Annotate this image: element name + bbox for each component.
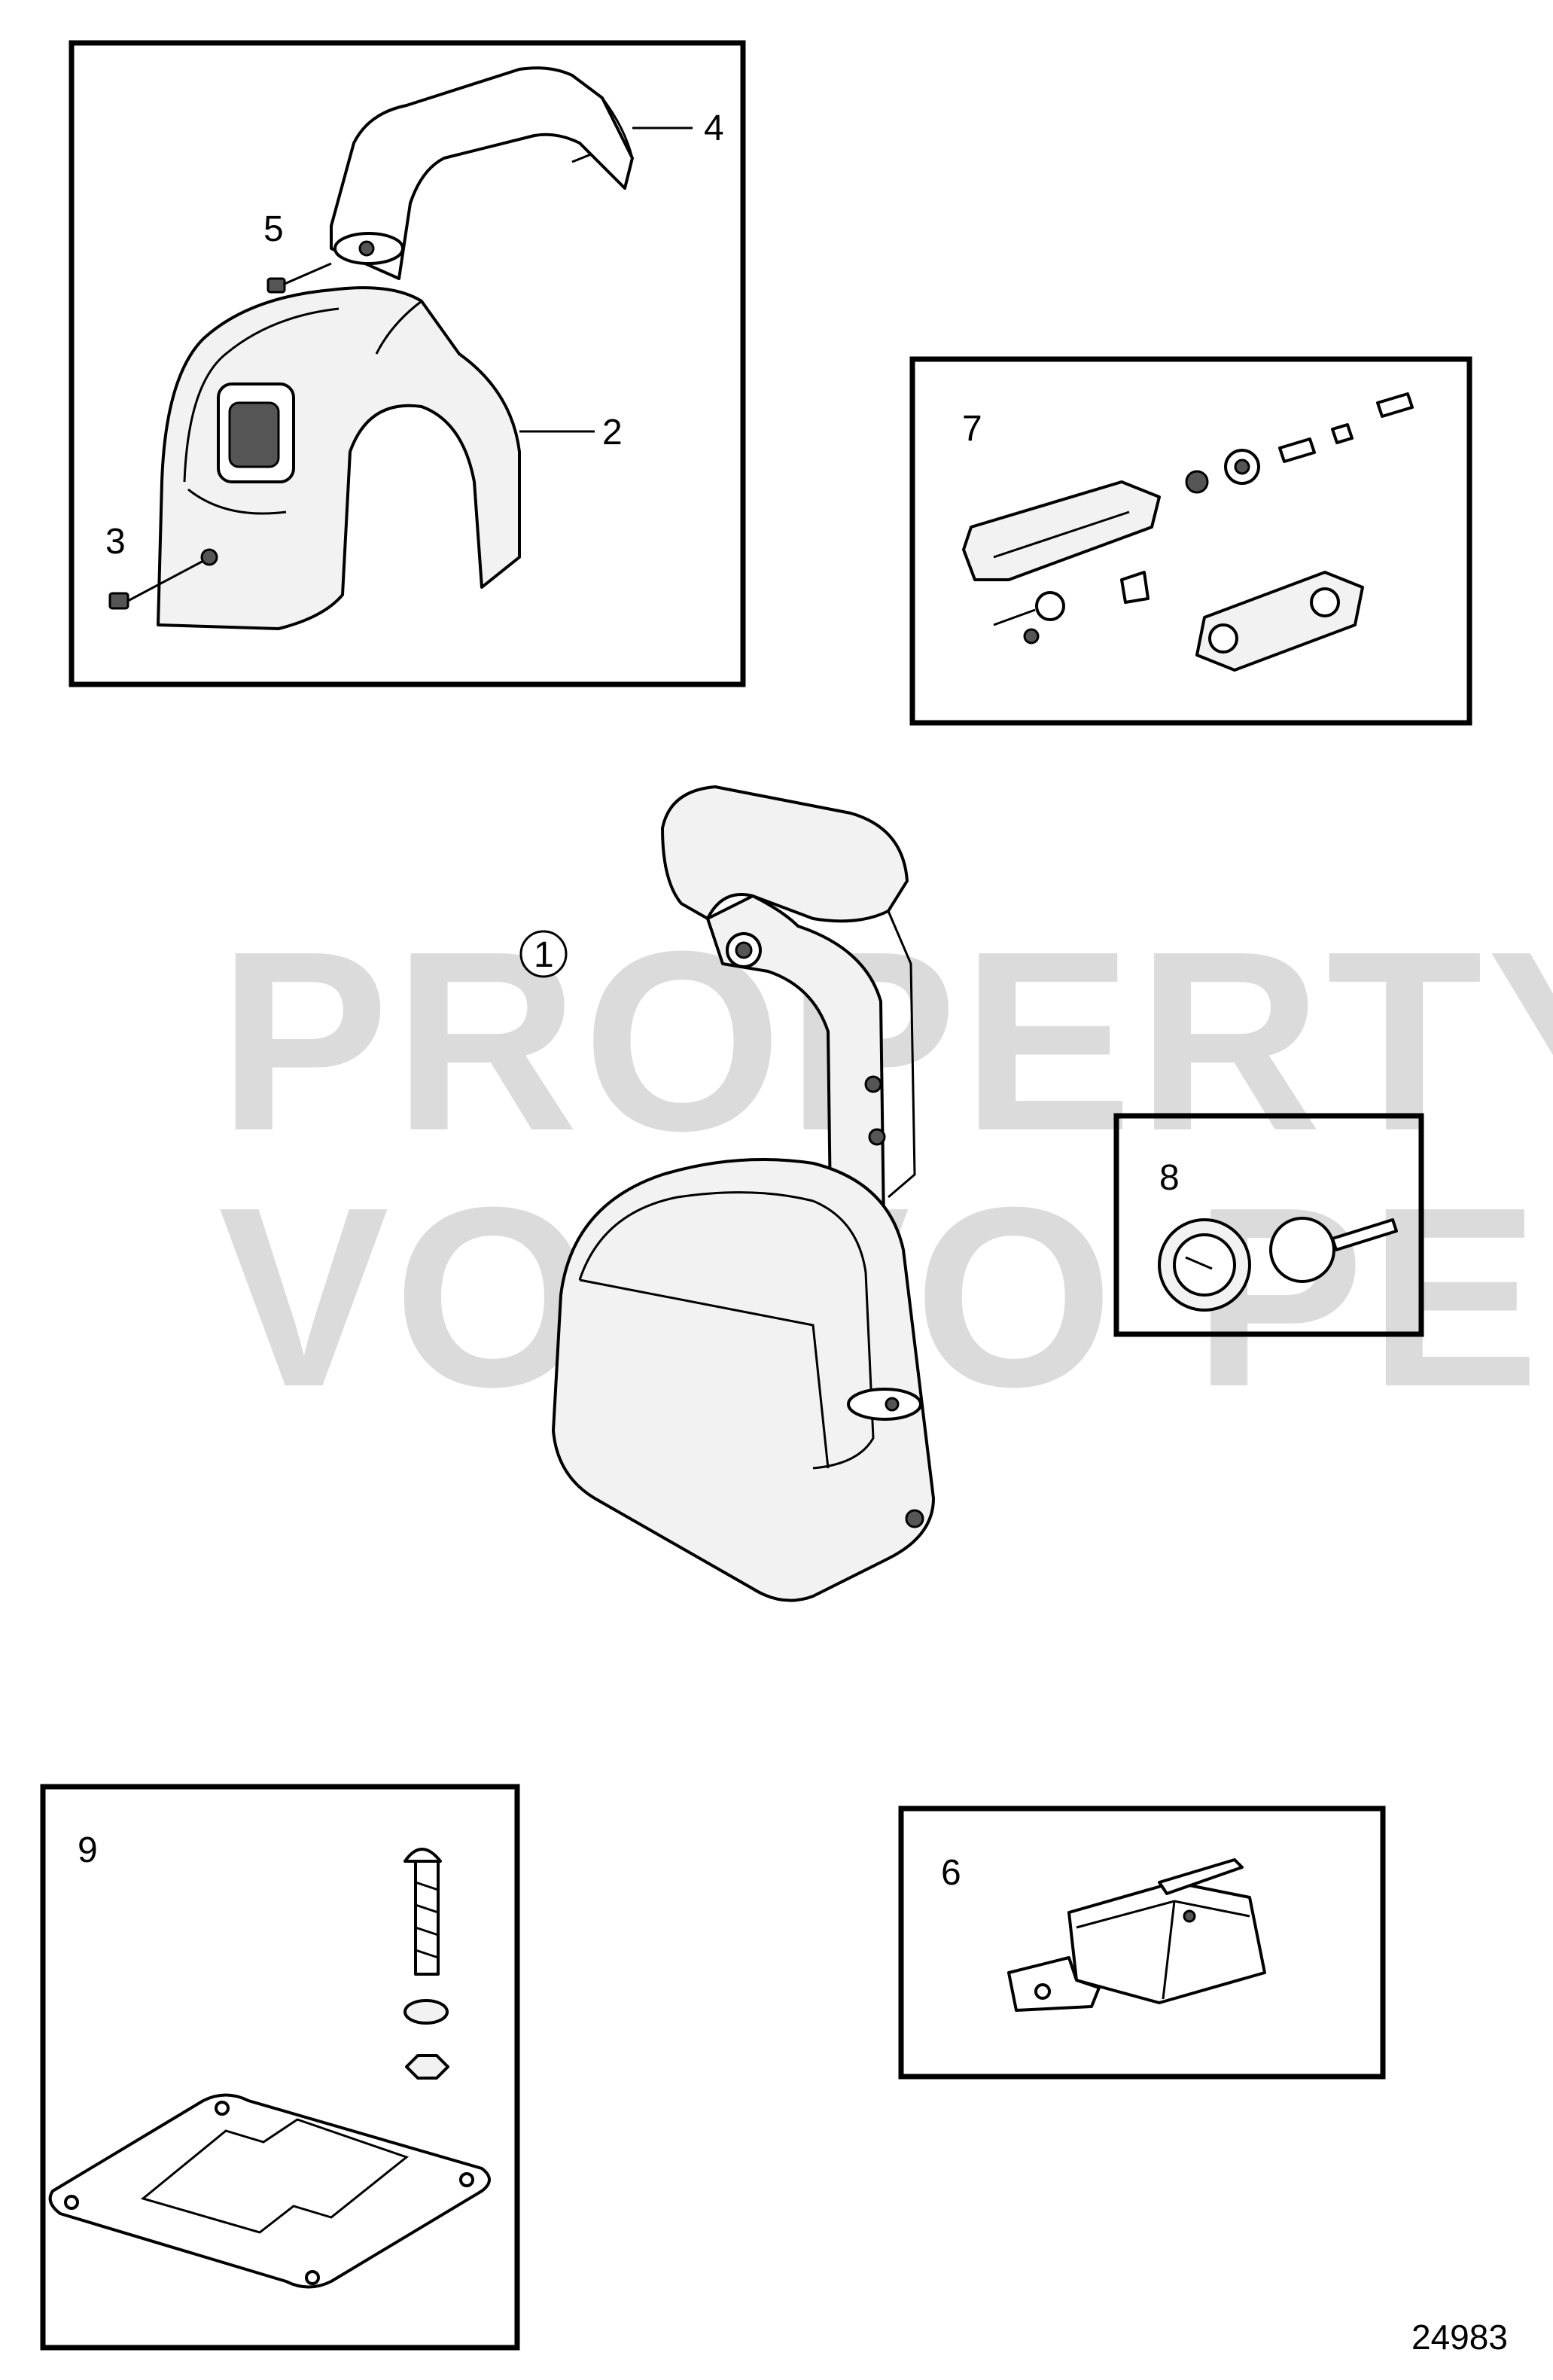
screw-b <box>1376 392 1414 418</box>
housing-screw <box>905 1509 924 1528</box>
mounting-kit-box: 9 <box>40 1784 520 2351</box>
ball <box>1023 628 1040 645</box>
callout-5: 5 <box>263 209 284 249</box>
mechanism-kit-frame <box>909 356 1472 726</box>
reference-number: 24983 <box>1411 2318 1508 2357</box>
mechanism-kit-box: 7 <box>909 356 1472 726</box>
lower-cover-part <box>157 286 521 630</box>
callout-1: 1 <box>534 935 554 975</box>
control-lever-part: 1 <box>519 785 935 1602</box>
spring-clip <box>1120 571 1150 604</box>
callout-6: 6 <box>941 1853 961 1893</box>
watermark-line1: PROPERTY OF <box>218 898 1553 1184</box>
lever-screw-lower <box>868 1128 886 1146</box>
micro-switch-body <box>1067 1881 1266 2004</box>
callout-1-circle <box>519 930 568 978</box>
lock-washer <box>403 1999 449 2025</box>
hex-nut <box>405 2054 449 2080</box>
detent-bracket <box>962 480 1161 581</box>
friction-plate <box>1195 571 1364 672</box>
pin <box>993 608 1036 626</box>
switch-terminal <box>1007 1956 1101 2012</box>
switch-lever <box>1158 1858 1244 1895</box>
upper-cover-part <box>330 66 634 280</box>
friction-knob-box: 8 <box>1113 1113 1424 1337</box>
callout-8: 8 <box>1159 1158 1180 1198</box>
cover-assembly-frame <box>69 40 746 687</box>
screw-a <box>1278 437 1316 463</box>
screw-part-3 <box>108 559 204 610</box>
neutral-button <box>847 1388 922 1421</box>
plunger <box>1035 591 1065 621</box>
callout-9: 9 <box>78 1830 98 1870</box>
callout-2: 2 <box>602 413 623 453</box>
screw-part-5 <box>266 262 332 294</box>
lever-handle <box>661 785 909 923</box>
callout-3: 3 <box>105 522 126 562</box>
friction-knob-frame <box>1113 1113 1424 1337</box>
mounting-gasket <box>48 2093 491 2289</box>
micro-switch-box: 6 <box>898 1806 1386 2080</box>
micro-switch-frame <box>898 1806 1386 2080</box>
knob-cap <box>1269 1217 1335 1283</box>
nut-small <box>1185 470 1209 494</box>
callout-7: 7 <box>962 409 982 449</box>
control-housing <box>552 1158 935 1602</box>
carriage-bolt-head <box>403 1848 442 1863</box>
set-screw <box>1331 423 1354 444</box>
lever-screw-upper <box>864 1075 882 1093</box>
mounting-kit-frame <box>40 1784 520 2351</box>
knob-shaft <box>1331 1218 1398 1251</box>
cover-assembly-box: 4 5 2 3 <box>69 40 746 687</box>
callout-4: 4 <box>704 108 724 148</box>
